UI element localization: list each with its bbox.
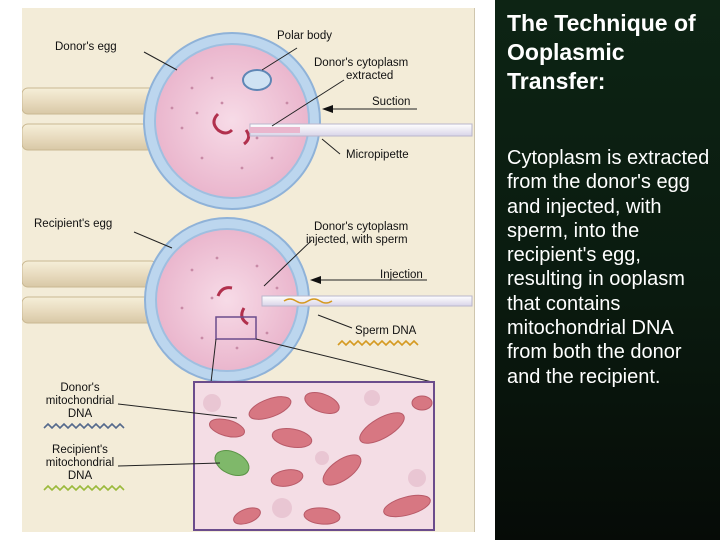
label-cytoplasm-extracted-line2: extracted	[346, 70, 393, 82]
recipient-mitochondrion	[214, 449, 250, 477]
ooplasmic-transfer-diagram: Donor's egg Polar body Donor's cytoplasm…	[22, 8, 475, 532]
leader-lines-bottom	[117, 403, 238, 467]
suction-arrow-icon	[322, 105, 333, 113]
label-recipient-mito-line1: Recipient's	[52, 444, 108, 456]
recipient-egg	[144, 217, 310, 383]
label-cytoplasm-injected-line1: Donor's cytoplasm	[314, 221, 408, 233]
slide-title: The Technique of Ooplasmic Transfer:	[507, 10, 696, 94]
leader-lines-middle	[133, 231, 433, 531]
holding-pipette-bottom	[22, 260, 158, 324]
sperm-dna-strand	[337, 339, 419, 347]
polar-body	[242, 69, 272, 91]
slide-body-text: Cytoplasm is extracted from the donor's …	[507, 147, 710, 388]
magnified-cytoplasm-view	[193, 381, 435, 531]
micropipette-top	[249, 123, 473, 137]
leader-lines-top	[143, 47, 417, 155]
label-donor-mito-line1: Donor's	[60, 382, 100, 394]
donor-dna-strand	[43, 422, 125, 430]
label-micropipette: Micropipette	[346, 149, 409, 161]
label-polar-body: Polar body	[277, 30, 332, 42]
injection-pipette	[261, 295, 473, 307]
holding-pipette-top	[22, 87, 158, 151]
donor-mitochondria	[208, 392, 433, 525]
label-donors-egg: Donor's egg	[55, 41, 117, 53]
label-sperm-dna: Sperm DNA	[355, 325, 417, 337]
label-cytoplasm-extracted-line1: Donor's cytoplasm	[314, 57, 408, 69]
label-donor-mito-line2: mitochondrial	[46, 395, 114, 407]
donor-egg	[143, 32, 321, 210]
label-recipient-mito-line2: mitochondrial	[46, 457, 114, 469]
label-recipient-mito-line3: DNA	[68, 470, 93, 482]
injection-arrow-icon	[310, 276, 321, 284]
label-recipients-egg: Recipient's egg	[34, 218, 112, 230]
recipient-dna-strand	[43, 484, 125, 492]
slide-text-panel: The Technique of Ooplasmic Transfer: Cyt…	[495, 0, 720, 540]
label-cytoplasm-injected-line2: injected, with sperm	[306, 234, 408, 246]
label-injection: Injection	[380, 269, 423, 281]
label-suction: Suction	[372, 96, 410, 108]
label-donor-mito-line3: DNA	[68, 408, 93, 420]
magnified-region-marker	[215, 316, 257, 340]
